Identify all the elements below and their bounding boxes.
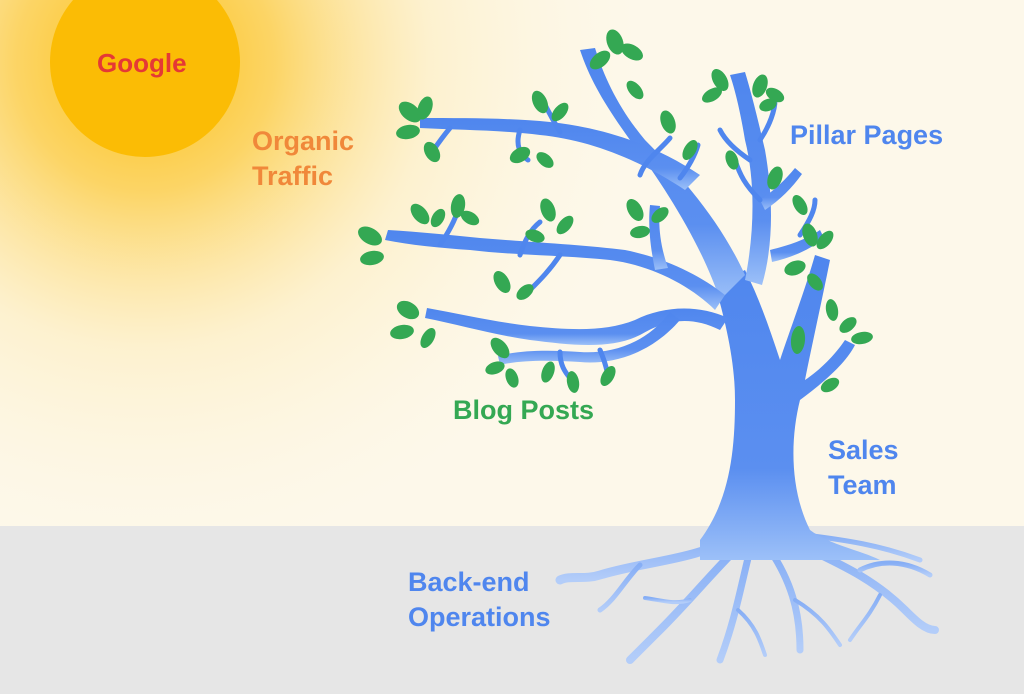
- leaf: [525, 229, 545, 243]
- leaf: [702, 87, 722, 103]
- leaf: [360, 250, 384, 266]
- leaf: [396, 300, 420, 320]
- branch: [730, 72, 771, 285]
- leaf: [531, 90, 549, 114]
- leaf: [410, 203, 430, 225]
- leaf: [839, 317, 857, 333]
- leaf: [630, 225, 650, 239]
- leaf: [802, 223, 818, 247]
- branch: [498, 312, 680, 365]
- leaf: [807, 273, 823, 291]
- trunk-label: Sales Team: [828, 435, 899, 500]
- leaf: [505, 368, 519, 388]
- leaf: [516, 284, 534, 300]
- leaf: [767, 166, 783, 190]
- leaf: [682, 140, 698, 160]
- leaf: [660, 110, 676, 134]
- branch: [760, 168, 802, 210]
- branch: [425, 308, 728, 345]
- leaf: [485, 361, 505, 375]
- leaf: [450, 194, 466, 218]
- branch: [385, 230, 725, 310]
- leaf: [651, 207, 669, 223]
- leaf: [540, 198, 556, 222]
- leaf: [790, 326, 806, 354]
- leaf: [358, 226, 382, 246]
- leaves: [358, 29, 873, 393]
- leaf: [390, 324, 414, 340]
- leaves-label: Blog Posts: [453, 395, 595, 425]
- leaf: [752, 74, 768, 98]
- leaf: [536, 152, 554, 168]
- leaf: [626, 80, 644, 100]
- leaf: [820, 377, 840, 393]
- leaf: [759, 98, 777, 112]
- leaf: [589, 50, 611, 70]
- trunk: [700, 255, 880, 560]
- sun: [50, 0, 240, 157]
- leaf: [556, 215, 574, 235]
- leaf: [825, 299, 839, 321]
- leaf: [420, 328, 436, 348]
- sun-label: Google: [97, 48, 187, 78]
- tree: [385, 48, 880, 560]
- leaf: [626, 199, 644, 221]
- leaf: [566, 371, 580, 393]
- leaf: [396, 124, 420, 140]
- leaf: [784, 260, 806, 276]
- leaf: [423, 141, 441, 163]
- leaf: [621, 43, 643, 61]
- leaf: [509, 146, 531, 164]
- leaf: [606, 29, 624, 55]
- rays-label: Organic Traffic: [252, 126, 355, 191]
- leaf: [816, 230, 834, 250]
- leaf: [460, 210, 480, 226]
- leaf: [600, 366, 616, 386]
- leaf: [541, 361, 555, 383]
- leaf: [398, 101, 422, 123]
- branches-label: Pillar Pages: [790, 120, 944, 150]
- leaf: [493, 271, 511, 293]
- leaf: [792, 195, 808, 215]
- leaf: [725, 150, 739, 170]
- roots-label: Back-end Operations: [408, 567, 551, 632]
- leaf: [430, 208, 446, 228]
- leaf: [417, 96, 433, 120]
- leaf: [490, 337, 510, 359]
- leaf: [851, 331, 873, 345]
- leaf: [711, 69, 729, 91]
- leaf: [551, 102, 569, 122]
